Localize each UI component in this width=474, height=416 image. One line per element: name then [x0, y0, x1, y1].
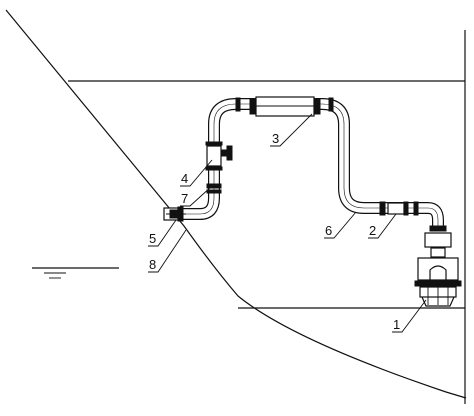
leader-1	[392, 299, 427, 333]
water-level-symbol	[32, 267, 119, 279]
leader-2	[368, 213, 397, 239]
valve-flange-bottom	[205, 166, 223, 171]
component-1-pump	[414, 225, 462, 307]
slope-line	[5, 9, 447, 393]
pump-motor	[424, 232, 452, 248]
coupling-sleeve	[387, 202, 405, 215]
flange	[235, 97, 241, 112]
leader-6	[324, 211, 357, 239]
pump-volute	[429, 265, 447, 280]
coupling-flange	[403, 201, 409, 216]
label-4: 4	[181, 171, 188, 186]
label-2: 2	[369, 223, 376, 238]
label-6: 6	[325, 223, 332, 238]
pump-intake	[421, 296, 455, 307]
component-3-cylinder	[249, 96, 321, 117]
flange	[328, 97, 334, 112]
coupling-flange	[206, 189, 222, 194]
slope-end	[445, 391, 467, 399]
leader-3	[270, 113, 313, 147]
valve-flange-top	[205, 141, 223, 146]
cylinder-body	[255, 96, 315, 117]
label-5: 5	[149, 231, 156, 246]
coupling-flange	[413, 201, 419, 216]
pump-housing	[417, 257, 459, 281]
pipeline	[182, 98, 444, 230]
label-3: 3	[272, 131, 279, 146]
leader-5	[148, 219, 177, 247]
pump-base-flange	[414, 280, 462, 287]
bank-slope	[5, 9, 467, 399]
leader-8	[148, 229, 187, 273]
coupling-flange	[379, 201, 386, 216]
main-pipe-centerline	[182, 103, 439, 230]
label-8: 8	[149, 257, 156, 272]
label-7: 7	[181, 191, 188, 206]
valve-handle	[226, 145, 233, 161]
leader-7	[180, 185, 213, 207]
component-7-coupling	[206, 183, 222, 194]
cylinder-flange-left	[249, 98, 256, 115]
cylinder-flange-right	[314, 98, 321, 115]
component-5-outlet	[163, 206, 186, 222]
pump-seal	[430, 247, 446, 258]
component-4-valve	[205, 141, 233, 171]
label-1: 1	[393, 317, 400, 332]
coupling-flange	[206, 183, 222, 189]
leader-4	[180, 159, 213, 187]
callouts: 3 4 7 5 8 6 2 1	[148, 113, 427, 333]
pump-flange	[429, 225, 447, 232]
